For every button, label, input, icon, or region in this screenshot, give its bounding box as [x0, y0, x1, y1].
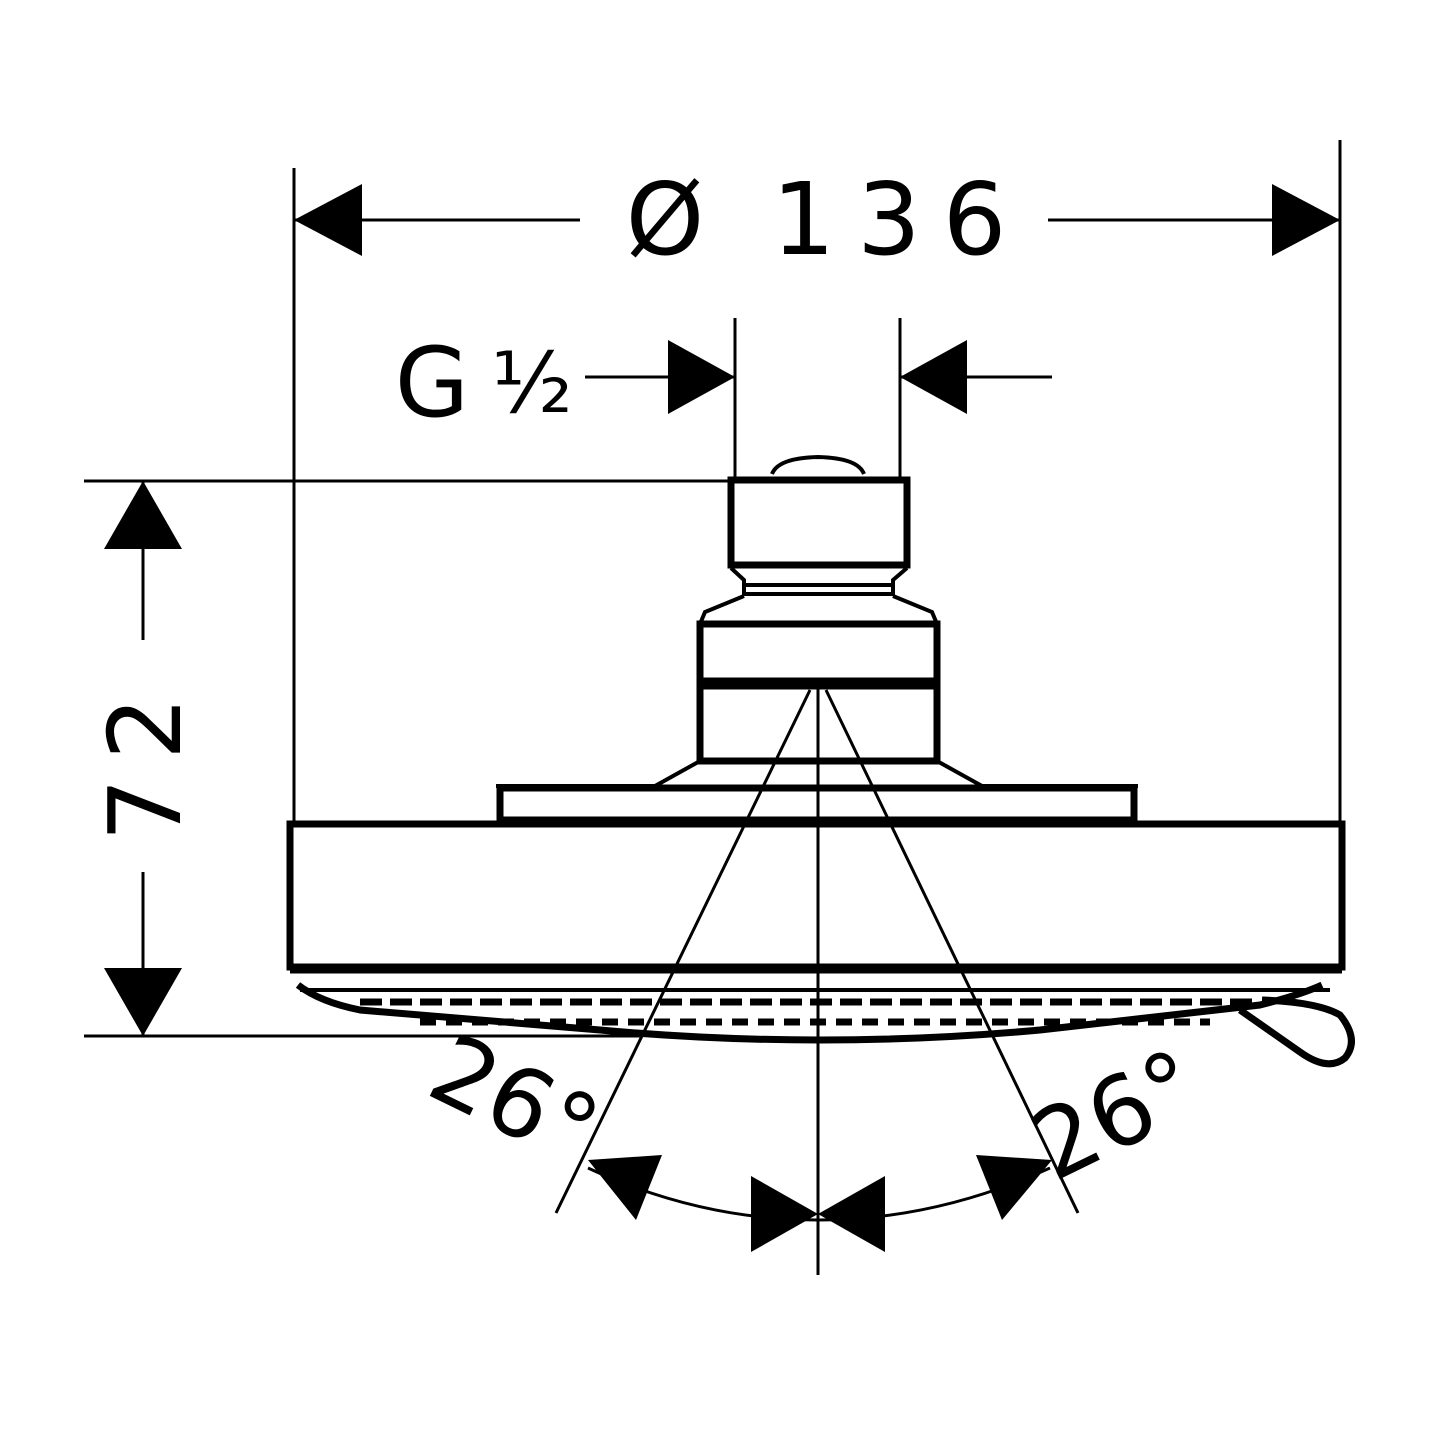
- spray-arrow-left-inner: [751, 1176, 818, 1252]
- spray-arc: [587, 1166, 1051, 1222]
- spray-angle-left-label: 26°: [413, 1013, 615, 1188]
- connector-cap: [770, 454, 866, 475]
- thread-arrow-right: [900, 340, 967, 414]
- height-arrow-top: [104, 481, 182, 549]
- diameter-dimension: Ø 136: [292, 140, 1342, 825]
- thread-dimension: G ½: [395, 318, 1052, 478]
- spray-line-left: [554, 689, 812, 1214]
- spray-arrow-right-inner: [818, 1176, 885, 1252]
- thread-fraction: ½: [491, 334, 572, 432]
- height-arrow-bottom: [104, 968, 182, 1036]
- spray-arrow-left-outer: [588, 1155, 662, 1220]
- diameter-arrow-right: [1272, 184, 1340, 256]
- spray-arrow-right-outer: [976, 1155, 1052, 1220]
- side-lever: [1237, 996, 1355, 1068]
- connector-neck: [729, 566, 909, 596]
- spray-line-right: [824, 689, 1080, 1214]
- collar-shoulder: [698, 594, 939, 625]
- thread-label: G: [395, 327, 469, 439]
- diameter-arrow-left: [294, 184, 362, 256]
- height-value: 72: [87, 678, 204, 841]
- collar-upper-ring: [696, 620, 941, 685]
- thread-arrow-left: [668, 340, 735, 414]
- diameter-value: 136: [772, 161, 1029, 278]
- head-body: [286, 820, 1346, 971]
- height-dimension: 72: [84, 479, 735, 1038]
- connector-nut: [727, 476, 911, 569]
- diameter-symbol: Ø: [626, 161, 705, 278]
- spray-angle-right-label: 26°: [1015, 1028, 1217, 1203]
- shower-head: [286, 454, 1355, 1275]
